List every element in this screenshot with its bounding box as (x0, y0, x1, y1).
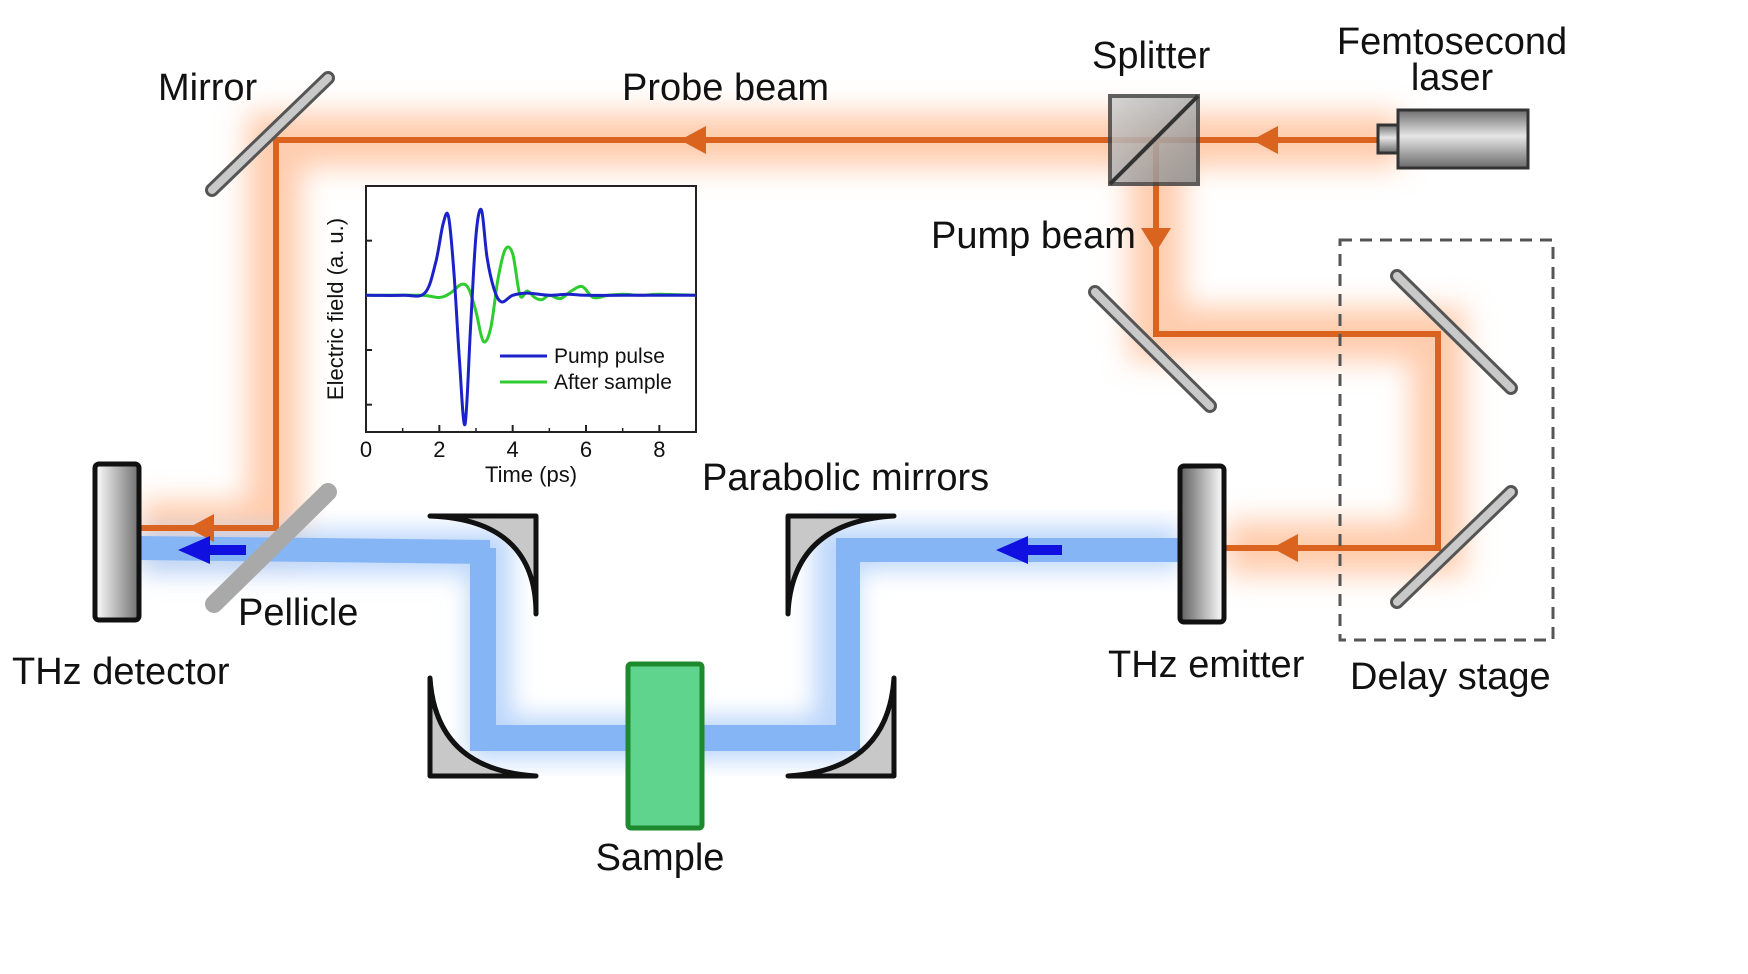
thz-arrows (178, 536, 1062, 564)
inset-series-lines (365, 207, 697, 426)
legend-pump-pulse: Pump pulse (554, 345, 665, 368)
diagram-labels: Mirror Probe beam Splitter Femtosecond l… (12, 21, 1567, 879)
inset-y-label: Electric field (a. u.) (323, 218, 348, 400)
label-femtosecond: Femtosecond (1337, 21, 1567, 63)
legend-after-sample: After sample (554, 371, 672, 394)
laser-arrows (188, 126, 1298, 562)
x-tick-label: 8 (653, 437, 665, 462)
thz-arrow-left (178, 536, 210, 564)
arrow-probe (680, 126, 706, 154)
thz-arrow-right (996, 536, 1028, 564)
thz-emitter-icon (1177, 463, 1227, 625)
arrow-pump (1141, 228, 1171, 252)
femtosecond-laser-icon (1376, 108, 1530, 170)
x-tick-label: 2 (433, 437, 445, 462)
pellicle (205, 483, 337, 613)
delay-stage-box (1338, 238, 1555, 642)
inset-x-label: Time (ps) (485, 462, 577, 487)
label-thz-detector: THz detector (12, 651, 230, 693)
parabolic-mirror-4 (785, 675, 897, 779)
thz-detector-icon (92, 461, 142, 623)
label-mirror: Mirror (158, 67, 258, 109)
beam-splitter-icon (1108, 94, 1200, 186)
label-probe-beam: Probe beam (622, 67, 829, 109)
series-line-pump-pulse (365, 207, 696, 426)
inset-plot-frame (365, 185, 697, 433)
parabolic-mirror-3 (785, 513, 897, 617)
inset-chart: 0 2 4 6 8 Time (ps) Electric field (a. u.) P… (323, 185, 697, 487)
label-laser: laser (1411, 57, 1494, 99)
label-pellicle: Pellicle (238, 592, 358, 634)
sample-icon (625, 661, 705, 831)
label-thz-emitter: THz emitter (1108, 644, 1305, 686)
arrow-to-emitter (1272, 534, 1298, 562)
label-pump-beam: Pump beam (931, 215, 1136, 257)
arrow-laser-input (1252, 126, 1278, 154)
parabolic-mirror-2 (427, 675, 539, 779)
parabolic-mirrors (427, 513, 897, 779)
label-sample: Sample (596, 837, 725, 879)
label-parabolic-mirrors: Parabolic mirrors (702, 457, 989, 499)
x-tick-label: 4 (507, 437, 519, 462)
inset-legend: Pump pulse After sample (500, 345, 672, 394)
label-splitter: Splitter (1092, 35, 1211, 77)
flat-mirrors (205, 71, 1518, 613)
parabolic-mirror-1 (427, 513, 539, 617)
inset-x-ticks: 0 2 4 6 8 (360, 425, 665, 462)
label-delay-stage: Delay stage (1350, 656, 1551, 698)
x-tick-label: 0 (360, 437, 372, 462)
x-tick-label: 6 (580, 437, 592, 462)
pump-beam-path (1153, 140, 1441, 551)
arrow-to-detector (188, 514, 214, 542)
